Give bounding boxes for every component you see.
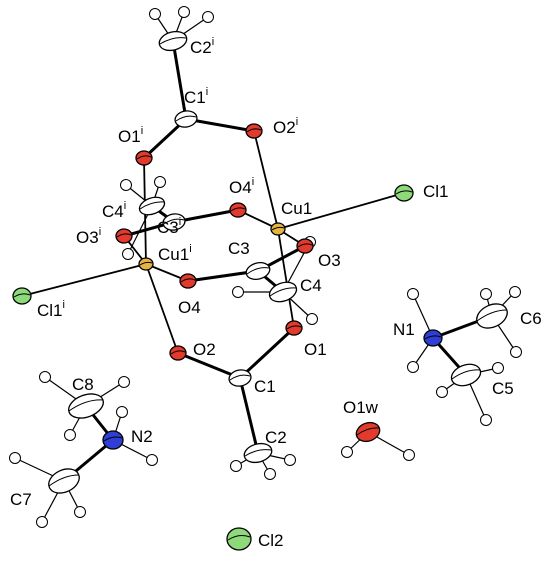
atom-c1i (174, 110, 198, 128)
atom-c2 (243, 442, 273, 464)
atom-cu1i (138, 257, 154, 271)
atom-o2 (169, 345, 187, 361)
atom-o1w (355, 421, 381, 443)
atom-o4i (229, 202, 247, 218)
label-o1w: O1w (343, 398, 379, 417)
label-c2: C2 (265, 428, 287, 447)
atom-c5 (450, 363, 482, 387)
atom-cl2 (226, 527, 252, 551)
label-cl1i: Cl1i (37, 299, 65, 320)
label-n1: N1 (393, 320, 415, 339)
label-c7: C7 (10, 490, 32, 509)
label-c2i: C2i (190, 36, 214, 57)
atom-n1 (423, 329, 443, 347)
atom-labels: C2i C1i O2i O1i O4i Cl1 Cu1 C4i C3i O3i … (10, 36, 542, 550)
label-c4i: C4i (102, 200, 126, 221)
atom-c3 (245, 262, 271, 280)
atom-cl1 (394, 184, 414, 202)
bond-c1-c2 (238, 376, 260, 455)
atom-c2i (158, 30, 188, 52)
label-o3: O3 (318, 251, 341, 270)
atom-cl1i (12, 287, 32, 305)
label-c8: C8 (72, 375, 94, 394)
atom-o4 (179, 273, 197, 289)
bond-o2i-cu1 (253, 130, 279, 230)
atom-cu1 (270, 222, 286, 236)
bond-c2i-c1i (171, 39, 188, 121)
label-o4: O4 (178, 298, 201, 317)
bond-o2-c1 (176, 351, 242, 380)
label-o1i: O1i (118, 125, 143, 146)
atom-o1 (285, 320, 303, 336)
atom-c4 (268, 281, 298, 303)
atom-c8 (68, 393, 104, 419)
atom-o2i (245, 123, 263, 139)
label-c3i: C3i (157, 216, 181, 237)
bond-cu1i-o2 (145, 263, 179, 354)
label-c5: C5 (492, 379, 514, 398)
label-n2: N2 (131, 427, 153, 446)
bond-cu1-cl1 (277, 192, 405, 230)
bond-c1i-o2i (184, 117, 256, 133)
label-cu1: Cu1 (281, 199, 312, 218)
label-c1: C1 (254, 377, 276, 396)
label-cu1i: Cu1i (158, 243, 192, 264)
bond-c1-o1 (238, 326, 296, 380)
label-c6: C6 (520, 309, 542, 328)
atom-o3 (296, 238, 314, 254)
label-c1i: C1i (184, 86, 208, 107)
label-cl1: Cl1 (423, 182, 449, 201)
atom-c3i (162, 213, 186, 231)
atom-c6 (476, 303, 508, 329)
atoms (12, 30, 508, 551)
atom-o1i (135, 150, 153, 166)
label-c3: C3 (228, 239, 250, 258)
label-o1: O1 (304, 340, 327, 359)
atom-o3i (115, 228, 133, 244)
atom-c1 (228, 369, 252, 387)
label-o2i: O2i (273, 116, 298, 137)
hydrogen-atoms (9, 6, 522, 528)
label-cl2: Cl2 (258, 531, 284, 550)
label-o4i: O4i (229, 176, 254, 197)
label-c4: C4 (300, 276, 322, 295)
atom-c7 (48, 468, 80, 494)
label-o3i: O3i (76, 226, 101, 247)
atom-c4i (138, 196, 166, 216)
bond-cu1-o1 (277, 228, 295, 329)
label-o2: O2 (193, 340, 216, 359)
atom-n2 (102, 430, 124, 450)
bond-cu1i-cl1i (21, 263, 147, 297)
